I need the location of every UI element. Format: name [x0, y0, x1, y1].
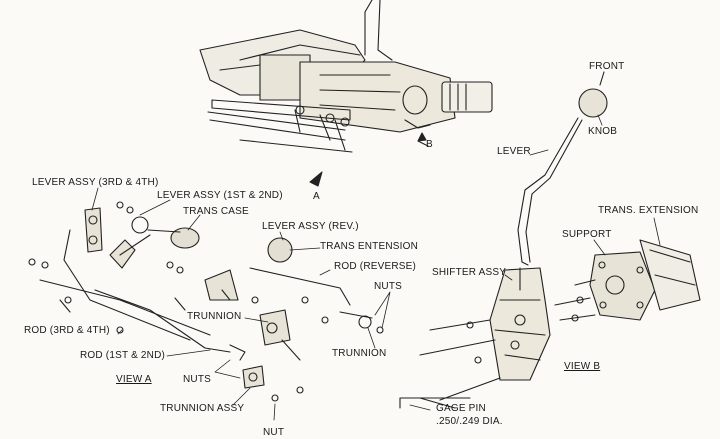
label-gage-pin-dia: .250/.249 DIA.: [436, 416, 503, 427]
leader-lines: [91, 114, 661, 421]
label-b-marker: B: [426, 139, 433, 150]
view-b-shifter-drawing: [399, 71, 701, 409]
label-trunnion-right: TRUNNION: [332, 348, 387, 359]
label-trunnion-assy: TRUNNION ASSY: [160, 403, 245, 414]
label-knob: KNOB: [588, 126, 618, 137]
label-lever-assy-1st-2nd: LEVER ASSY (1ST & 2ND): [157, 190, 283, 201]
label-trans-entension: TRANS ENTENSION: [320, 241, 419, 252]
label-nuts-bottom: NUTS: [183, 374, 212, 385]
label-front: FRONT: [589, 61, 625, 72]
label-support: SUPPORT: [562, 229, 612, 240]
label-trunnion-mid: TRUNNION: [187, 311, 242, 322]
label-nuts-right: NUTS: [374, 281, 403, 292]
label-shifter-assy: SHIFTER ASSY: [432, 267, 507, 278]
label-lever: LEVER: [497, 146, 531, 157]
label-nut: NUT: [263, 427, 285, 438]
label-lever-assy-3rd-4th: LEVER ASSY (3RD & 4TH): [32, 177, 159, 188]
label-view-a: VIEW A: [116, 374, 152, 385]
view-b-arrow: [417, 132, 427, 142]
view-a-arrow: [309, 171, 323, 187]
label-a-marker: A: [313, 191, 320, 202]
label-gage-pin: GAGE PIN: [436, 403, 486, 414]
view-a-linkage-drawing: [28, 201, 384, 402]
label-trans-case: TRANS CASE: [183, 206, 249, 217]
label-rod-3rd-4th: ROD (3RD & 4TH): [24, 325, 110, 336]
label-view-b: VIEW B: [564, 361, 601, 372]
transmission-assembly-drawing: [199, 0, 493, 153]
label-lever-assy-rev: LEVER ASSY (REV.): [262, 221, 359, 232]
label-rod-reverse: ROD (REVERSE): [334, 261, 417, 272]
label-trans-extension: TRANS. EXTENSION: [598, 205, 699, 216]
label-rod-1st-2nd: ROD (1ST & 2ND): [80, 350, 166, 361]
